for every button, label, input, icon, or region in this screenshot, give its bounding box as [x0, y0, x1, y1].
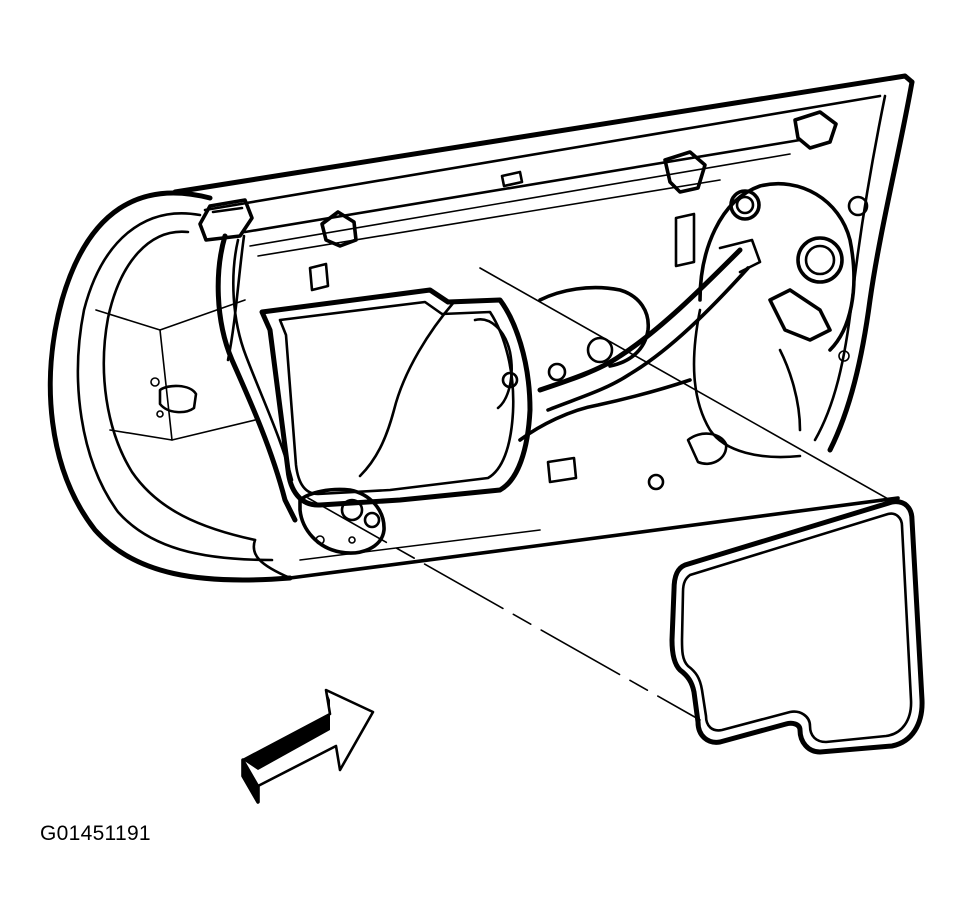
window-regulator	[215, 181, 869, 555]
alignment-lines	[307, 267, 891, 721]
arrow-icon	[241, 688, 375, 804]
water-deflector-seal	[669, 499, 925, 755]
door-lower-face	[252, 538, 292, 580]
figure-id-label: G01451191	[40, 822, 151, 845]
window-retainer-clips	[198, 110, 838, 292]
